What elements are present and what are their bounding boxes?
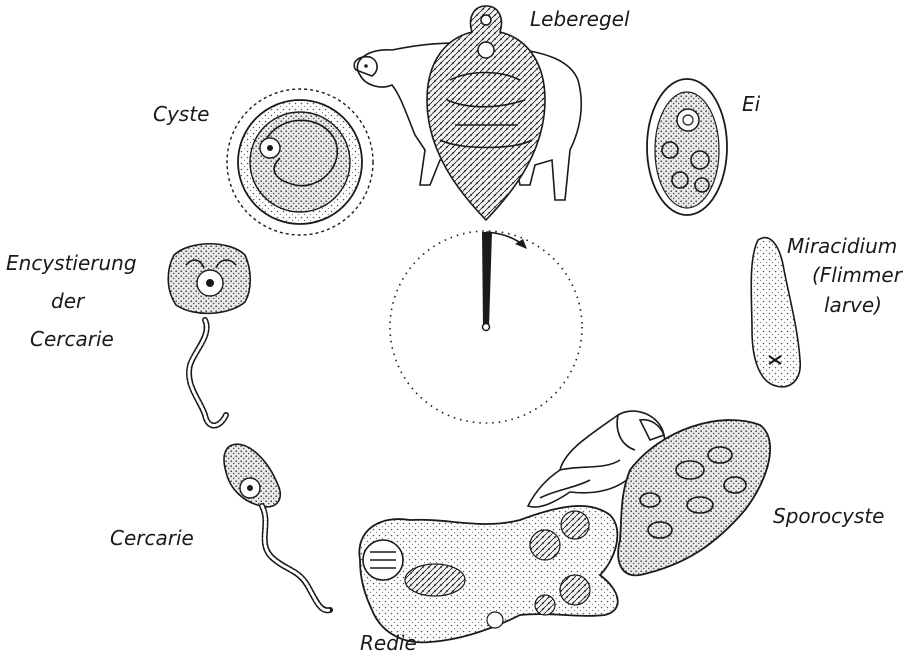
- label-cyste: Cyste: [153, 102, 209, 126]
- label-cercarie: Cercarie: [110, 526, 194, 550]
- label-redie: Redie: [360, 631, 417, 655]
- redie-drawing: [359, 506, 617, 642]
- clock-pivot: [483, 324, 490, 331]
- sporocyste-drawing: [618, 420, 770, 575]
- label-miracidium-line2: (Flimmer: [812, 263, 904, 287]
- label-encystierung-line1: Encystierung: [6, 251, 137, 275]
- miracidium-drawing: [751, 238, 800, 387]
- cycle-clock: [390, 231, 582, 423]
- cercarie-drawing: [224, 444, 330, 610]
- label-encystierung-line3: Cercarie: [30, 327, 114, 351]
- label-sporocyste: Sporocyste: [773, 504, 884, 528]
- cyste-drawing: [227, 89, 373, 235]
- label-encystierung-line2: der: [51, 289, 86, 313]
- label-miracidium-line3: larve): [824, 293, 882, 317]
- label-leberegel: Leberegel: [530, 7, 630, 31]
- clock-hand: [482, 232, 492, 327]
- label-miracidium-line1: Miracidium: [787, 234, 897, 258]
- leberegel-fluke-drawing: [427, 6, 545, 220]
- encystierung-drawing: [168, 244, 250, 426]
- ei-egg-drawing: [647, 79, 727, 215]
- label-ei: Ei: [742, 92, 761, 116]
